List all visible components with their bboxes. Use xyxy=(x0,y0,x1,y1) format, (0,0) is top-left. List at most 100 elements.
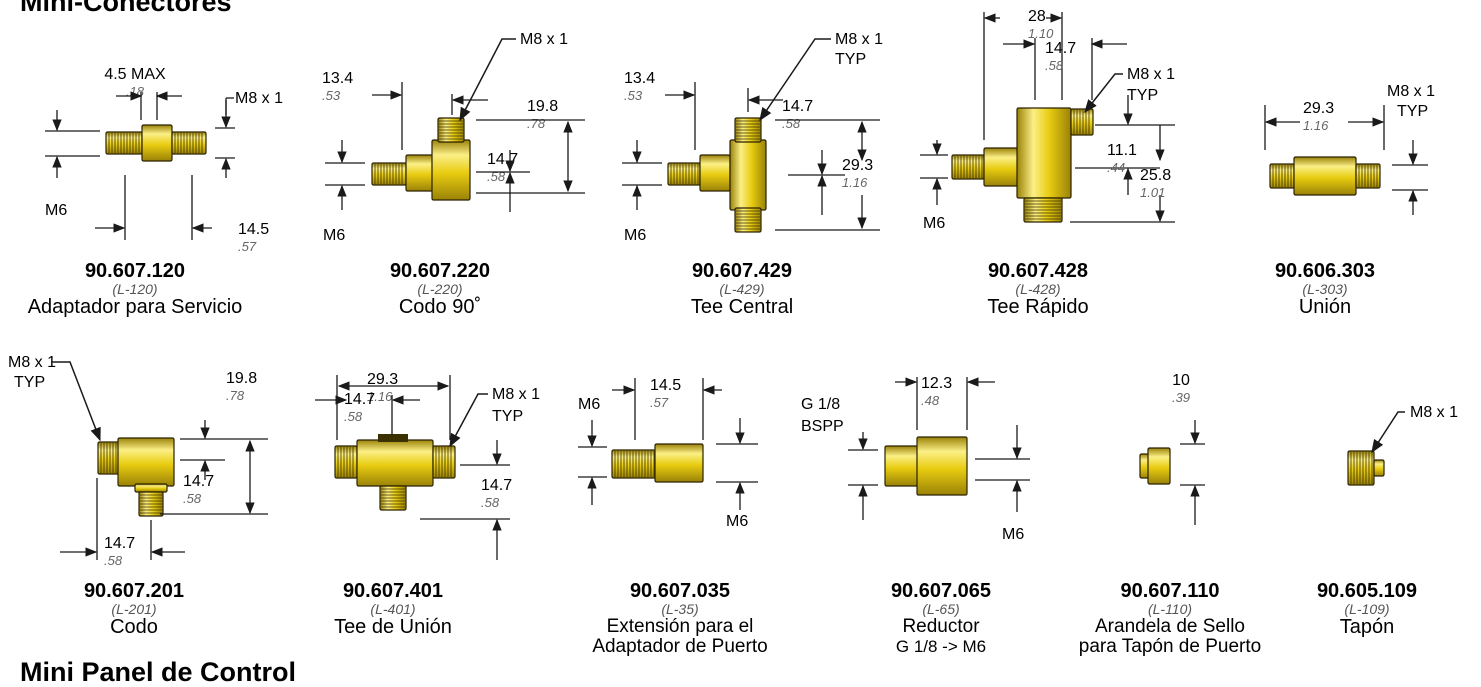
dimension-mm: 19.8 xyxy=(226,370,257,387)
part-description: Reductor xyxy=(902,616,980,637)
fitting-body xyxy=(1070,108,1094,136)
part-description: Codo xyxy=(110,616,158,638)
dimension-mm: 14.7 xyxy=(1045,40,1076,57)
thread-label: M6 xyxy=(726,513,748,530)
dimension-inch: .58 xyxy=(487,169,506,184)
dimension-mm: 19.8 xyxy=(527,98,558,115)
fitting-body xyxy=(1373,459,1385,477)
dimension-inch: .58 xyxy=(183,491,202,506)
dimension-inch: .58 xyxy=(1045,58,1064,73)
dimension-mm: 14.7 xyxy=(481,477,512,494)
thread-label: M8 x 1 xyxy=(1127,66,1175,83)
dimension-mm: 29.3 xyxy=(367,371,398,388)
part-description: Adaptador para Servicio xyxy=(27,296,243,318)
thread-label: M6 xyxy=(323,227,345,244)
dimension-inch: .44 xyxy=(1107,160,1125,175)
part-code: (L-35) xyxy=(661,601,699,617)
part-number: 90.607.428 xyxy=(987,260,1089,282)
part-description: Tapón xyxy=(1339,616,1395,638)
dimension-inch: .78 xyxy=(527,116,546,131)
leader-line xyxy=(449,393,488,448)
leader-line xyxy=(759,38,831,122)
thread-label: M6 xyxy=(45,202,67,219)
fitting-body xyxy=(171,131,207,155)
part-code: (L-65) xyxy=(922,601,960,617)
thread-label: TYP xyxy=(835,51,866,68)
thread-label: M8 x 1 xyxy=(8,354,56,371)
leader-line xyxy=(1371,411,1405,454)
dimension-mm: 14.7 xyxy=(344,391,375,408)
fitting-body xyxy=(356,439,434,487)
dimension-inch: 1.16 xyxy=(842,175,868,190)
part-description: Tee de Unión xyxy=(334,616,452,638)
fitting-body xyxy=(405,154,435,192)
leader-line xyxy=(459,38,516,122)
part-caption-428: 90.607.428 (L-428) Tee Rápido xyxy=(898,260,1178,318)
dimension-mm: 10 xyxy=(1172,372,1190,389)
part-number: 90.606.303 xyxy=(1274,260,1376,282)
part-description: Tee Central xyxy=(690,296,794,318)
dimension-inch: .57 xyxy=(650,395,669,410)
dimension-inch: .53 xyxy=(624,88,643,103)
part-number: 90.607.110 xyxy=(1120,580,1220,602)
thread-label: M8 x 1 xyxy=(235,90,283,107)
fitting-nut xyxy=(378,434,408,442)
fitting-body xyxy=(432,445,456,479)
part-code: (L-303) xyxy=(1302,281,1348,297)
dimension-mm: 29.3 xyxy=(1303,100,1334,117)
part-code: (L-429) xyxy=(719,281,765,297)
dimension-mm: 13.4 xyxy=(322,70,353,87)
fitting-body xyxy=(699,154,731,192)
dimension-inch: .78 xyxy=(226,388,245,403)
thread-label: M8 x 1 xyxy=(492,386,540,403)
part-code: (L-201) xyxy=(111,601,157,617)
dimension-inch: 1.01 xyxy=(1140,185,1165,200)
thread-label: TYP xyxy=(14,374,45,391)
fitting-body xyxy=(983,147,1019,187)
drawing-washer-110: 10.39 xyxy=(1139,372,1205,525)
fitting-body xyxy=(1347,450,1375,486)
part-code: (L-401) xyxy=(370,601,416,617)
thread-label: G 1/8 xyxy=(801,396,840,413)
part-code: (L-428) xyxy=(1015,281,1061,297)
part-caption-110: 90.607.110 (L-110) Arandela de Sello par… xyxy=(1030,580,1310,657)
part-code: (L-110) xyxy=(1147,601,1193,617)
part-caption-220: 90.607.220 (L-220) Codo 90˚ xyxy=(300,260,580,318)
part-code: (L-120) xyxy=(112,281,158,297)
part-number: 90.607.401 xyxy=(342,580,444,602)
part-caption-303: 90.606.303 (L-303) Unión xyxy=(1185,260,1465,318)
dimension-mm: 14.7 xyxy=(782,98,813,115)
dimension-mm: 14.7 xyxy=(487,151,518,168)
part-number: 90.607.429 xyxy=(691,260,793,282)
thread-label: BSPP xyxy=(801,418,844,435)
dimension-inch: 1.16 xyxy=(1303,118,1329,133)
dimension-mm: 11.1 xyxy=(1107,142,1137,159)
part-caption-429: 90.607.429 (L-429) Tee Central xyxy=(602,260,882,318)
dimension-mm: 14.7 xyxy=(104,535,135,552)
part-caption-065: 90.607.065 (L-65) Reductor G 1/8 -> M6 xyxy=(801,580,1081,657)
dimension-mm: 4.5 MAX xyxy=(104,66,166,83)
dimension-mm: 14.5 xyxy=(238,221,269,238)
dimension-mm: 13.4 xyxy=(624,70,655,87)
leader-line xyxy=(1084,73,1123,114)
fitting-body xyxy=(884,445,920,487)
thread-label: M8 x 1 xyxy=(1387,83,1435,100)
part-description: Extensión para el xyxy=(606,616,754,637)
dimension-inch: .58 xyxy=(344,409,363,424)
dimension-inch: .53 xyxy=(322,88,341,103)
fitting-body xyxy=(1293,156,1357,196)
dimension-inch: .58 xyxy=(104,553,123,568)
thread-label: M8 x 1 xyxy=(835,31,883,48)
part-code: (L-109) xyxy=(1344,601,1390,617)
dimension-inch: 1.10 xyxy=(1028,26,1054,41)
dimension-inch: .48 xyxy=(921,393,940,408)
part-number: 90.607.035 xyxy=(629,580,731,602)
drawing-plug-109: M8 x 1 xyxy=(1347,404,1458,486)
dimension-inch: 1.16 xyxy=(367,389,393,404)
